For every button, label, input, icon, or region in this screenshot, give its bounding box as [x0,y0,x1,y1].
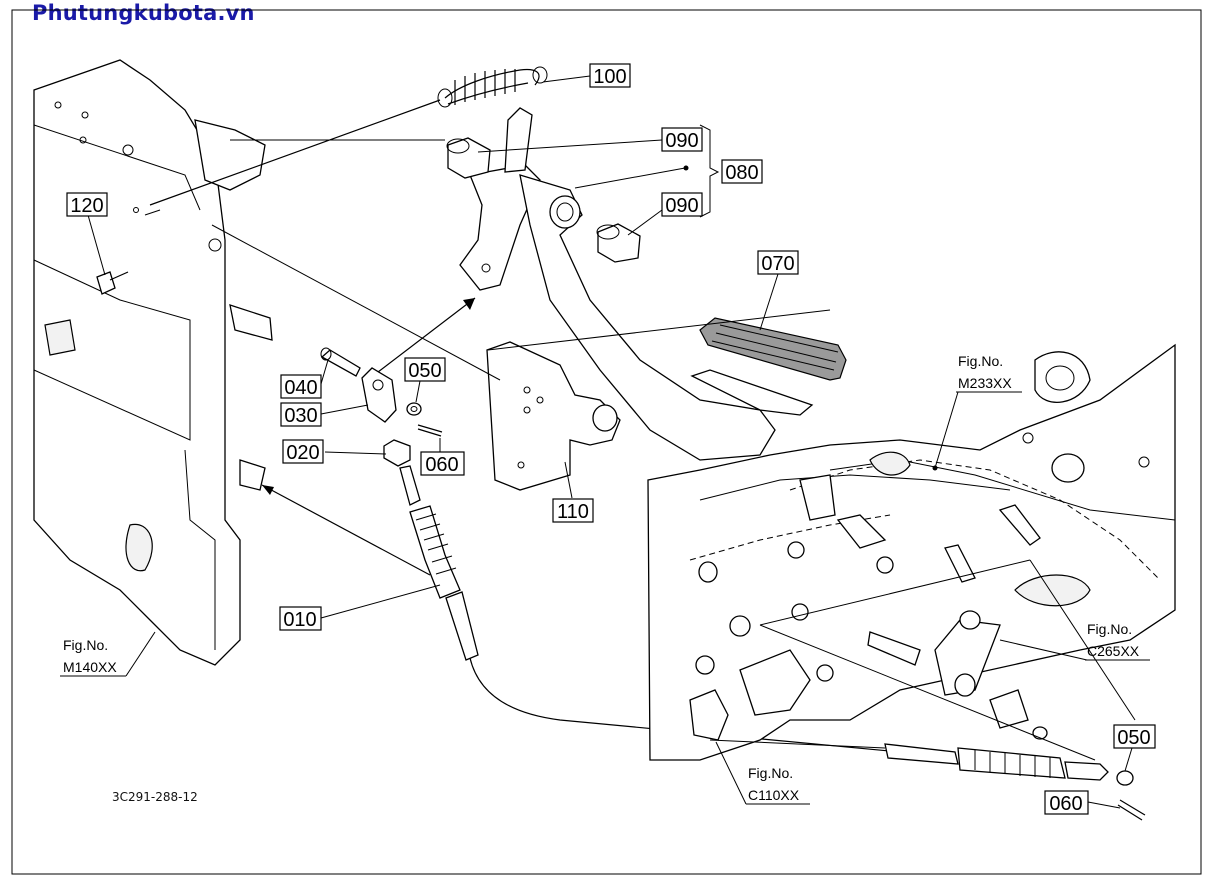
callout-040 [280,374,322,399]
callout-050-lower-text: 050 [1117,727,1150,749]
callout-070-text: 070 [761,253,794,275]
callout-120 [66,192,108,217]
callout-010 [279,606,322,631]
callout-010-text: 010 [283,609,316,631]
callout-100-text: 100 [593,66,626,88]
callout-050-lower [1113,724,1156,749]
callout-040-text: 040 [284,377,317,399]
callout-090-lower-text: 090 [665,195,698,217]
fig-ref-m233-line1: Fig.No. [958,353,1003,369]
callout-050-text: 050 [408,360,441,382]
washer-050 [406,402,422,416]
callout-080 [721,159,763,184]
callout-120-text: 120 [70,195,103,217]
callout-100 [589,63,631,88]
bushing-090-lower [596,223,641,263]
brake-pedal-080 [459,107,776,461]
fig-ref-c110-line1: Fig.No. [748,765,793,781]
watermark: Phutungkubota.vn [32,1,255,25]
figure-references: Fig.No. M233XX Fig.No. C265XX Fig.No. M1… [60,353,1150,805]
callout-060-lower-text: 060 [1049,793,1082,815]
callout-110 [552,498,594,523]
callout-020-text: 020 [286,442,319,464]
washer-050-lower [1116,770,1134,786]
linkage-assembly [836,514,1048,740]
fig-ref-m140-line2: M140XX [63,659,117,675]
drawing-frame [11,9,1202,875]
assembly-arrows [261,297,476,576]
lock-nut-020 [383,439,411,467]
construction-lines [211,139,1136,761]
fig-ref-c265-line2: C265XX [1087,643,1140,659]
callout-050 [404,357,446,382]
cotter-pin-060 [417,424,443,437]
bracket-110 [486,341,621,491]
left-frame-panel [33,59,273,666]
callout-080-text: 080 [725,162,758,184]
callout-060-text: 060 [425,454,458,476]
callouts: 100 090 080 090 120 070 [66,63,1156,815]
fig-ref-m233-line2: M233XX [958,375,1012,391]
fig-ref-c110-line2: C110XX [748,787,800,803]
callout-110-text: 110 [557,501,589,523]
return-spring-100 [149,66,548,206]
callout-090-upper [661,127,703,152]
fig-ref-c265-line1: Fig.No. [1087,621,1132,637]
drawing-reference: 3C291-288-12 [112,790,198,804]
clevis-030 [361,367,397,423]
callout-020 [282,439,324,464]
callout-090-upper-text: 090 [665,130,698,152]
callout-070 [757,250,799,275]
transmission-housing [647,343,1176,761]
pedal-pad-070 [690,317,847,416]
pin-040 [320,347,361,377]
callout-060 [420,451,465,476]
callout-030 [280,402,322,427]
bolt-120 [96,271,129,295]
callout-030-text: 030 [284,405,317,427]
fig-ref-m140-line1: Fig.No. [63,637,108,653]
cotter-pin-060-lower [1117,799,1146,821]
bushing-090-upper [446,137,491,179]
callout-060-lower [1044,790,1089,815]
callout-090-lower [661,192,703,217]
cable-010 [399,465,1109,781]
